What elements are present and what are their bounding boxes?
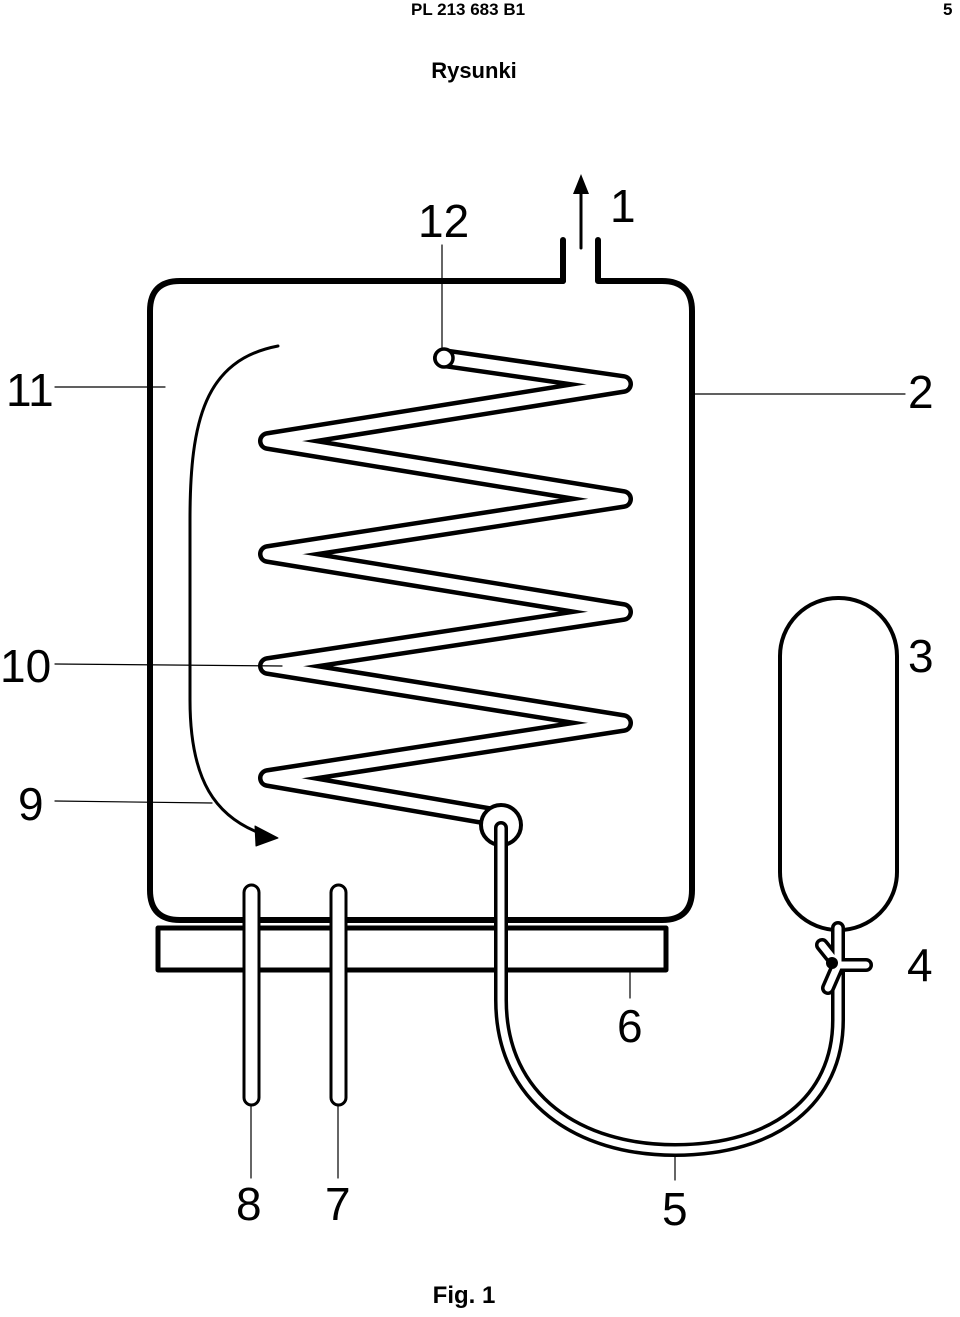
leader-lines [54,244,906,1181]
label-11: 11 [6,364,54,416]
three-way-valve [815,921,873,995]
flow-arrow-path [188,344,280,837]
probe-7 [329,883,348,1107]
probe-8 [242,883,261,1107]
outlet-arrowhead [573,174,589,194]
connecting-hose [494,821,845,1157]
document-number: PL 213 683 B1 [411,0,526,19]
label-7: 7 [325,1178,351,1230]
label-9: 9 [18,778,44,830]
vessel-outline [147,237,695,923]
label-8: 8 [236,1178,262,1230]
coil-inlet-ring [433,347,455,369]
bulb-container [778,596,899,932]
section-title: Rysunki [431,58,517,83]
page-number: 5 [943,0,953,19]
figure-caption: Fig. 1 [432,1282,496,1309]
heating-coil [258,348,633,828]
label-6: 6 [617,1000,643,1052]
label-4: 4 [907,939,933,991]
label-1: 1 [610,180,636,232]
label-5: 5 [662,1183,688,1235]
heater-plate [155,925,669,973]
label-12: 12 [418,195,469,247]
label-10: 10 [0,640,51,692]
label-2: 2 [908,366,934,418]
flow-arrowhead [254,825,279,847]
label-3: 3 [908,630,934,682]
